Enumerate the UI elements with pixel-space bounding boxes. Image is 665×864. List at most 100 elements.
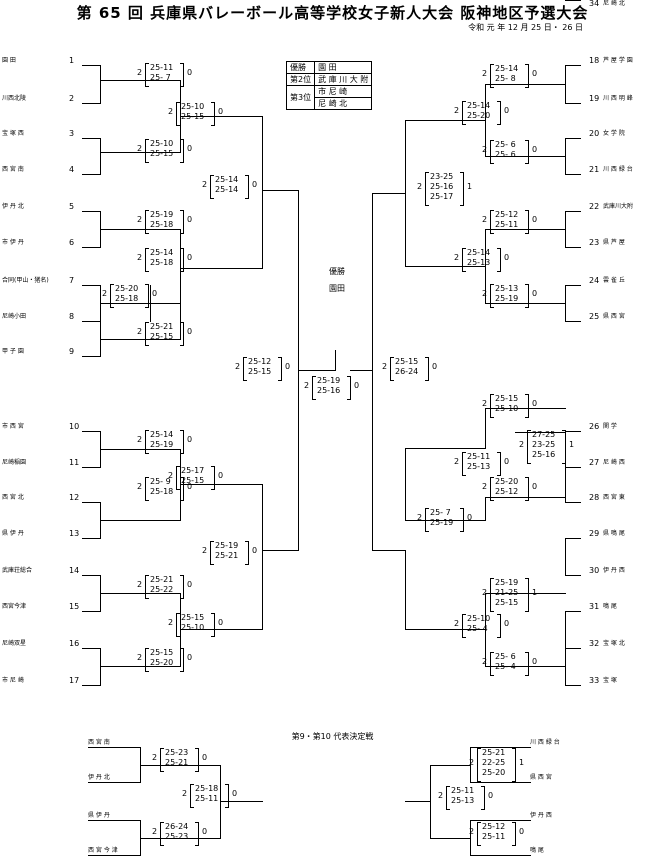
team-name: 尼崎双星 bbox=[2, 640, 27, 647]
team-number: 16 bbox=[69, 639, 80, 648]
bracket-line bbox=[82, 321, 101, 322]
bracket-line bbox=[100, 339, 181, 340]
set-score: 25-11 bbox=[482, 832, 506, 841]
team-name: 宝 塚 西 bbox=[2, 130, 24, 137]
bracket-line bbox=[82, 65, 101, 66]
score-bracket bbox=[481, 786, 485, 810]
bracket-line bbox=[82, 467, 101, 468]
bracket-line bbox=[565, 685, 581, 686]
match-sets-won: 2 bbox=[168, 107, 174, 116]
match-sets-won: 2 bbox=[482, 399, 488, 408]
set-score: 25-19 bbox=[495, 294, 519, 303]
bracket-line bbox=[100, 593, 181, 594]
team-number: 13 bbox=[69, 529, 80, 538]
bracket-line bbox=[180, 449, 181, 521]
score-bracket bbox=[278, 357, 282, 381]
score-bracket bbox=[245, 175, 249, 199]
match-sets-lost: 0 bbox=[467, 513, 473, 522]
match-sets-lost: 0 bbox=[532, 289, 538, 298]
set-score: 25-19 bbox=[317, 376, 341, 385]
score-bracket bbox=[490, 652, 494, 676]
team-name: 県 西 宮 bbox=[603, 313, 625, 320]
set-score: 25-16 bbox=[430, 182, 454, 191]
results-third-school-b: 尼 崎 北 bbox=[314, 97, 373, 110]
set-score: 23-25 bbox=[532, 440, 556, 449]
set-score: 25-18 bbox=[195, 784, 219, 793]
set-score: 25-20 bbox=[495, 477, 519, 486]
bracket-line bbox=[180, 629, 263, 630]
bracket-line bbox=[565, 648, 566, 686]
match-sets-lost: 0 bbox=[187, 327, 193, 336]
set-score: 22-25 bbox=[482, 758, 506, 767]
bracket-line bbox=[298, 370, 336, 371]
bracket-line bbox=[262, 190, 299, 191]
team-number: 20 bbox=[589, 129, 600, 138]
set-score: 25-11 bbox=[495, 220, 519, 229]
match-sets-won: 2 bbox=[137, 580, 143, 589]
score-bracket bbox=[497, 614, 501, 638]
bracket-line bbox=[485, 497, 566, 498]
score-bracket bbox=[176, 613, 180, 637]
score-bracket bbox=[211, 466, 215, 490]
score-bracket bbox=[490, 578, 494, 612]
score-bracket bbox=[180, 477, 184, 501]
bracket-line bbox=[180, 484, 263, 485]
set-score: 25- 6 bbox=[495, 150, 516, 159]
bracket-line bbox=[565, 467, 566, 503]
bracket-line bbox=[140, 765, 221, 766]
bracket-line bbox=[470, 855, 531, 856]
set-score: 25-18 bbox=[150, 258, 174, 267]
team-number: 6 bbox=[69, 238, 75, 247]
match-sets-lost: 0 bbox=[202, 753, 208, 762]
score-bracket bbox=[180, 139, 184, 163]
score-bracket bbox=[245, 541, 249, 565]
set-score: 25-19 bbox=[430, 518, 454, 527]
match-sets-won: 2 bbox=[454, 619, 460, 628]
score-bracket bbox=[446, 786, 450, 810]
match-sets-won: 2 bbox=[235, 362, 241, 371]
score-bracket bbox=[512, 822, 516, 846]
bracket-line bbox=[485, 497, 486, 521]
match-sets-won: 2 bbox=[382, 362, 388, 371]
set-score: 25-21 bbox=[150, 322, 174, 331]
team-name: 園 田 bbox=[2, 57, 16, 64]
bracket-line bbox=[220, 801, 263, 802]
team-number: 7 bbox=[69, 276, 75, 285]
bracket-line bbox=[180, 268, 263, 269]
set-score: 25-14 bbox=[467, 248, 491, 257]
set-score: 25-15 bbox=[248, 367, 272, 376]
bracket-line bbox=[515, 432, 566, 433]
match-sets-won: 2 bbox=[137, 253, 143, 262]
team-number: 32 bbox=[589, 639, 600, 648]
match-sets-won: 2 bbox=[482, 146, 487, 154]
bracket-line bbox=[405, 448, 406, 521]
bracket-line bbox=[82, 538, 101, 539]
results-third-school-a: 市 尼 崎 bbox=[314, 85, 373, 98]
match-sets-lost: 0 bbox=[252, 546, 258, 555]
team-number: 15 bbox=[69, 602, 80, 611]
set-score: 25-15 bbox=[181, 613, 205, 622]
bracket-line bbox=[180, 229, 181, 340]
team-number: 3 bbox=[69, 129, 75, 138]
score-bracket bbox=[460, 508, 464, 532]
set-score: 25-16 bbox=[317, 386, 341, 395]
match-sets-won: 2 bbox=[438, 791, 444, 800]
playoff-team: 西 宮 南 bbox=[88, 739, 110, 746]
score-bracket bbox=[160, 748, 164, 772]
set-score: 25-15 bbox=[181, 476, 205, 485]
score-bracket bbox=[562, 430, 566, 464]
set-score: 25-15 bbox=[150, 149, 174, 158]
match-sets-won: 2 bbox=[202, 546, 208, 555]
bracket-line bbox=[100, 666, 181, 667]
bracket-line bbox=[372, 193, 406, 194]
bracket-line bbox=[565, 611, 566, 649]
team-number: 30 bbox=[589, 566, 600, 575]
set-score: 25-14 bbox=[150, 430, 174, 439]
team-number: 26 bbox=[589, 422, 600, 431]
team-name: 川 西 緑 台 bbox=[603, 166, 633, 173]
bracket-line bbox=[565, 103, 581, 104]
set-score: 26-24 bbox=[395, 367, 419, 376]
match-sets-won: 2 bbox=[469, 827, 475, 836]
set-score: 25-11 bbox=[451, 786, 475, 795]
bracket-line bbox=[405, 629, 486, 630]
